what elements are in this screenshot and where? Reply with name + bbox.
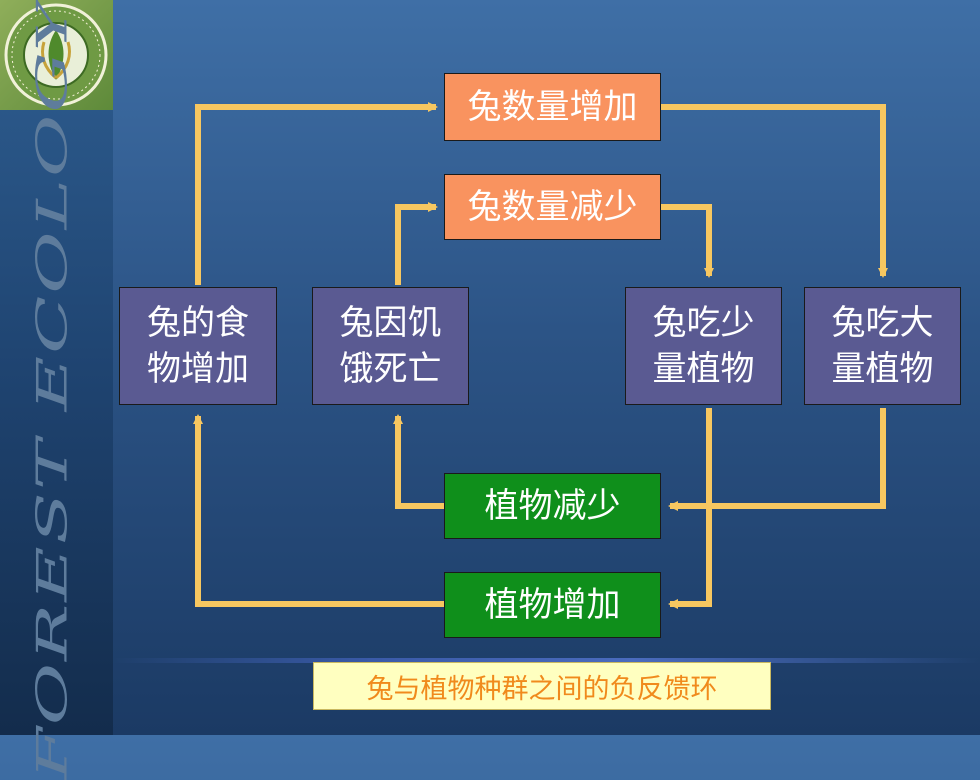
arrow-starve-to-rabbit-decrease [395,202,438,285]
feedback-arrows [193,102,888,609]
divider-line [113,658,980,663]
university-logo [0,0,113,110]
arrow-increase-to-eat-more [661,104,888,278]
arrow-eat-less-to-plant-increase [668,408,712,609]
node-rabbit-increase: 兔数量增加 [444,73,661,141]
node-rabbit-decrease: 兔数量减少 [444,174,661,240]
diagram-caption: 兔与植物种群之间的负反馈环 [313,662,771,710]
node-rabbit-food-increase: 兔的食 物增加 [119,287,277,405]
node-rabbit-starve: 兔因饥 饿死亡 [312,287,469,405]
arrow-eat-more-to-plant-decrease [668,408,886,511]
node-rabbit-eat-more: 兔吃大 量植物 [804,287,961,405]
node-plant-decrease: 植物减少 [444,473,661,539]
node-rabbit-eat-less: 兔吃少 量植物 [625,287,782,405]
node-plant-increase: 植物增加 [444,572,661,638]
arrow-plant-increase-to-food [193,414,445,607]
sidebar-band [0,0,113,735]
arrow-food-to-rabbit-increase [195,102,438,285]
arrow-plant-decrease-to-starve [393,414,445,509]
arrow-decrease-to-eat-less [661,204,714,278]
